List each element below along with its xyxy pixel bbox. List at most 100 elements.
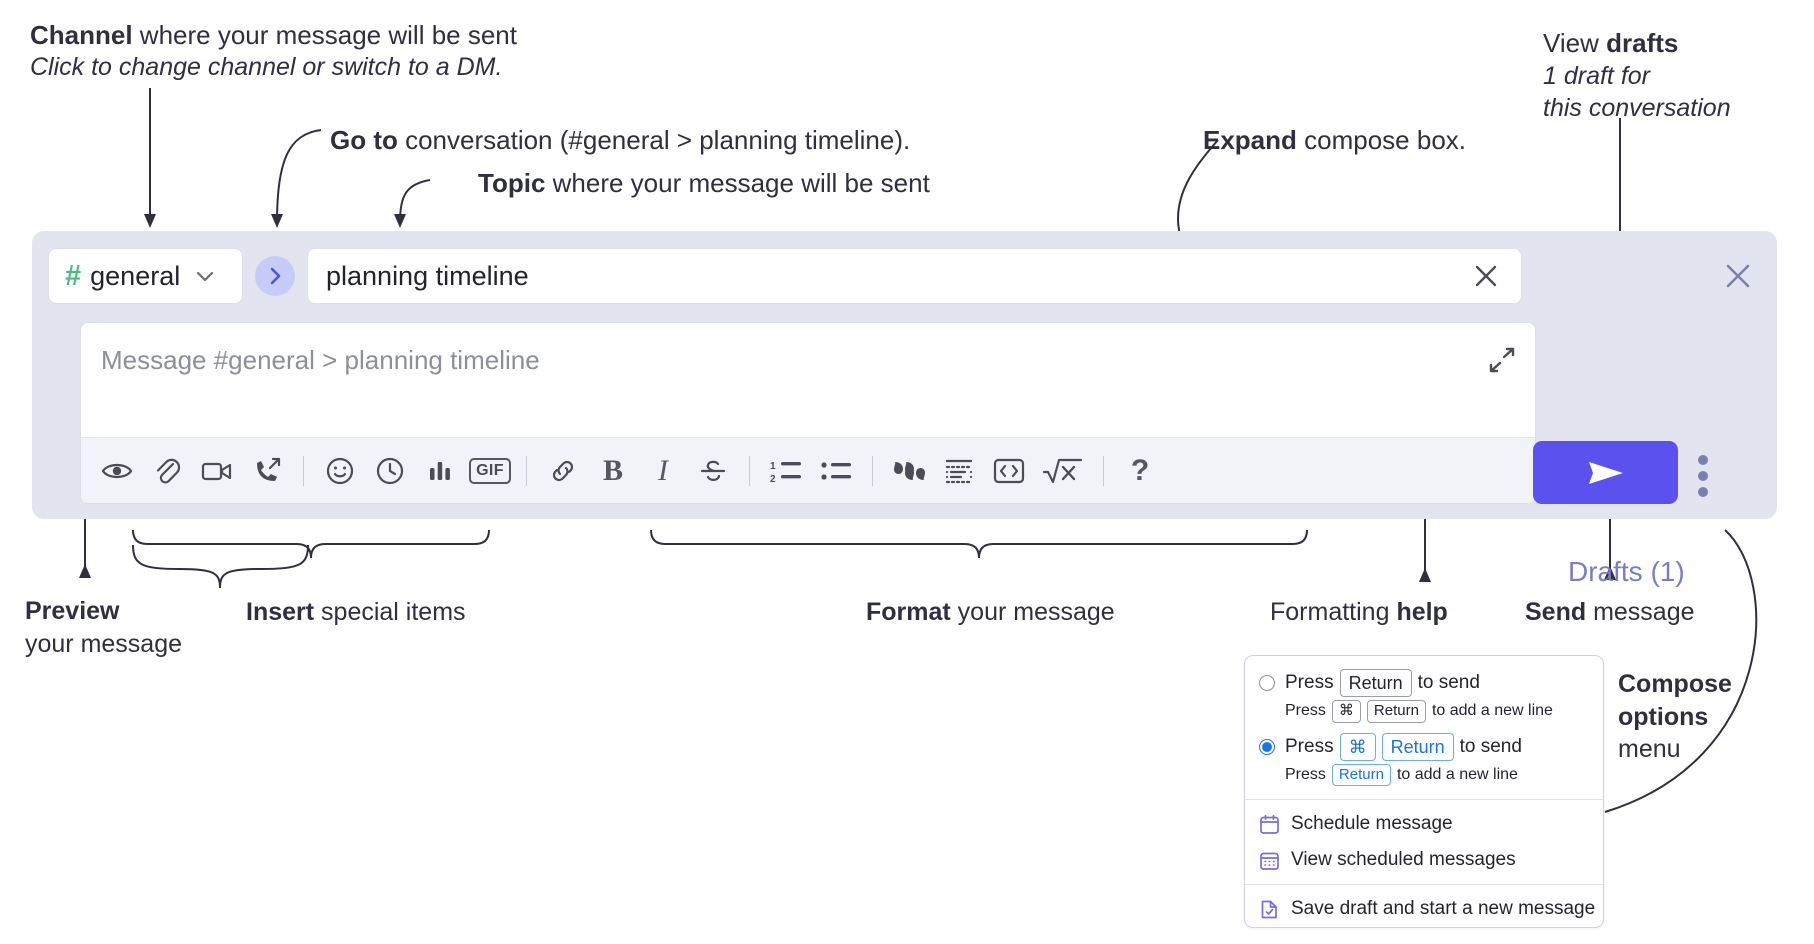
option-suffix: to send xyxy=(1417,672,1480,694)
kebab-dot xyxy=(1698,455,1708,465)
compose-options-kebab-button[interactable] xyxy=(1698,455,1708,503)
close-icon[interactable] xyxy=(1721,259,1755,293)
preview-eye-icon[interactable] xyxy=(93,447,141,495)
blockquote-icon[interactable] xyxy=(885,447,933,495)
emoji-smiley-icon[interactable] xyxy=(316,447,364,495)
key-badge: ⌘ xyxy=(1331,700,1361,723)
menu-item-label: View scheduled messages xyxy=(1291,849,1516,871)
annotation-formatting-help: Formatting help xyxy=(1270,597,1448,628)
menu-item-view-scheduled-messages[interactable]: View scheduled messages xyxy=(1245,842,1603,878)
annotation-drafts-plain: View xyxy=(1543,28,1607,58)
annotation-channel: Channel where your message will be sent … xyxy=(30,20,517,82)
compose-options-menu: Press Return to send Press ⌘ Return to a… xyxy=(1244,655,1604,929)
topic-field[interactable]: planning timeline xyxy=(307,248,1522,304)
topic-value: planning timeline xyxy=(326,260,529,291)
annotation-send: Send message xyxy=(1525,597,1695,628)
annotation-format: Format your message xyxy=(866,597,1115,628)
divider xyxy=(303,455,304,486)
bulleted-list-icon[interactable] xyxy=(812,447,860,495)
option-prefix: Press xyxy=(1285,672,1334,694)
expand-compose-icon[interactable] xyxy=(1487,345,1517,375)
annotation-preview: Preview your message xyxy=(25,595,182,662)
gif-label: GIF xyxy=(469,457,511,484)
hint-prefix: Press xyxy=(1285,765,1326,783)
annotation-format-bold: Format xyxy=(866,598,951,626)
menu-item-save-draft[interactable]: Save draft and start a new message xyxy=(1245,891,1603,927)
annotation-drafts-line3: this conversation xyxy=(1543,94,1731,123)
annotation-channel-rest: where your message will be sent xyxy=(132,20,517,50)
math-icon[interactable] xyxy=(1035,447,1091,495)
key-badge: Return xyxy=(1366,700,1426,723)
go-to-conversation-button[interactable] xyxy=(255,256,295,296)
channel-selector[interactable]: # general xyxy=(48,248,243,304)
annotation-help-bold: help xyxy=(1396,598,1448,626)
annotation-help-plain: Formatting xyxy=(1270,598,1397,626)
bold-icon[interactable]: B xyxy=(589,447,637,495)
menu-divider xyxy=(1245,884,1603,886)
clear-topic-icon[interactable] xyxy=(1471,261,1501,291)
annotation-compose-line1: Compose xyxy=(1618,670,1732,698)
italic-icon[interactable]: I xyxy=(639,447,687,495)
svg-text:2: 2 xyxy=(770,474,776,484)
calendar-schedule-icon xyxy=(1259,814,1280,835)
annotation-preview-line2: your message xyxy=(25,630,183,659)
radio-icon[interactable] xyxy=(1259,675,1275,692)
calendar-grid-icon xyxy=(1259,850,1280,871)
annotation-topic-bold: Topic xyxy=(478,168,546,198)
bar-chart-icon[interactable] xyxy=(416,447,464,495)
annotation-expand-bold: Expand xyxy=(1203,125,1297,155)
drafts-link[interactable]: Drafts (1) xyxy=(1568,556,1685,587)
help-glyph: ? xyxy=(1130,453,1150,487)
svg-text:1: 1 xyxy=(770,461,776,472)
divider xyxy=(872,455,873,486)
help-question-icon[interactable]: ? xyxy=(1116,447,1164,495)
annotation-send-rest: message xyxy=(1586,598,1695,626)
menu-item-label: Save draft and start a new message xyxy=(1291,898,1596,920)
compose-header-row: # general planning timeline xyxy=(48,248,1522,304)
menu-item-schedule-message[interactable]: Schedule message xyxy=(1245,806,1603,842)
radio-icon-selected[interactable] xyxy=(1259,738,1275,755)
attachment-paperclip-icon[interactable] xyxy=(143,447,191,495)
message-placeholder: Message #general > planning timeline xyxy=(101,345,540,375)
divider xyxy=(526,455,527,486)
option-suffix: to send xyxy=(1459,735,1522,757)
hint-suffix: to add a new line xyxy=(1431,702,1553,720)
ordered-list-icon[interactable]: 1 2 xyxy=(762,447,810,495)
send-option-return[interactable]: Press Return to send xyxy=(1245,666,1603,698)
send-option-cmd-return-hint: Press Return to add a new line xyxy=(1245,761,1603,793)
divider xyxy=(1103,455,1104,486)
gif-icon[interactable]: GIF xyxy=(466,447,514,495)
send-option-cmd-return[interactable]: Press ⌘ Return to send xyxy=(1245,730,1603,761)
chevron-down-icon xyxy=(195,270,215,283)
video-camera-icon[interactable] xyxy=(193,447,241,495)
hint-suffix: to add a new line xyxy=(1396,765,1518,783)
annotation-topic-rest: where your message will be sent xyxy=(545,168,930,198)
audio-clip-icon[interactable] xyxy=(243,447,291,495)
inline-code-icon[interactable] xyxy=(985,447,1033,495)
annotation-goto-bold: Go to xyxy=(330,125,398,155)
code-block-icon[interactable] xyxy=(935,447,983,495)
kebab-dot xyxy=(1698,471,1708,481)
key-badge: Return xyxy=(1381,732,1454,761)
annotation-expand: Expand compose box. xyxy=(1203,125,1466,157)
compose-panel: # general planning timeline Message #gen… xyxy=(32,231,1777,587)
annotation-send-bold: Send xyxy=(1525,598,1587,626)
annotation-insert-rest: special items xyxy=(314,598,466,626)
save-draft-icon xyxy=(1259,899,1280,920)
send-button[interactable] xyxy=(1533,441,1678,504)
strikethrough-icon[interactable] xyxy=(689,447,737,495)
italic-glyph: I xyxy=(658,453,668,487)
link-icon[interactable] xyxy=(539,447,587,495)
annotation-channel-line2: Click to change channel or switch to a D… xyxy=(30,52,503,81)
menu-item-label: Schedule message xyxy=(1291,813,1453,835)
annotation-preview-bold: Preview xyxy=(25,597,120,625)
annotation-compose-line2: options xyxy=(1618,702,1709,731)
annotation-insert: Insert special items xyxy=(246,597,466,628)
clock-icon[interactable] xyxy=(366,447,414,495)
annotation-channel-bold: Channel xyxy=(30,20,133,50)
annotation-drafts: View drafts 1 draft for this conversatio… xyxy=(1543,27,1731,124)
bold-glyph: B xyxy=(602,453,623,487)
message-input-area[interactable]: Message #general > planning timeline xyxy=(80,322,1536,504)
annotation-topic: Topic where your message will be sent xyxy=(478,168,930,200)
channel-name: general xyxy=(90,260,181,291)
